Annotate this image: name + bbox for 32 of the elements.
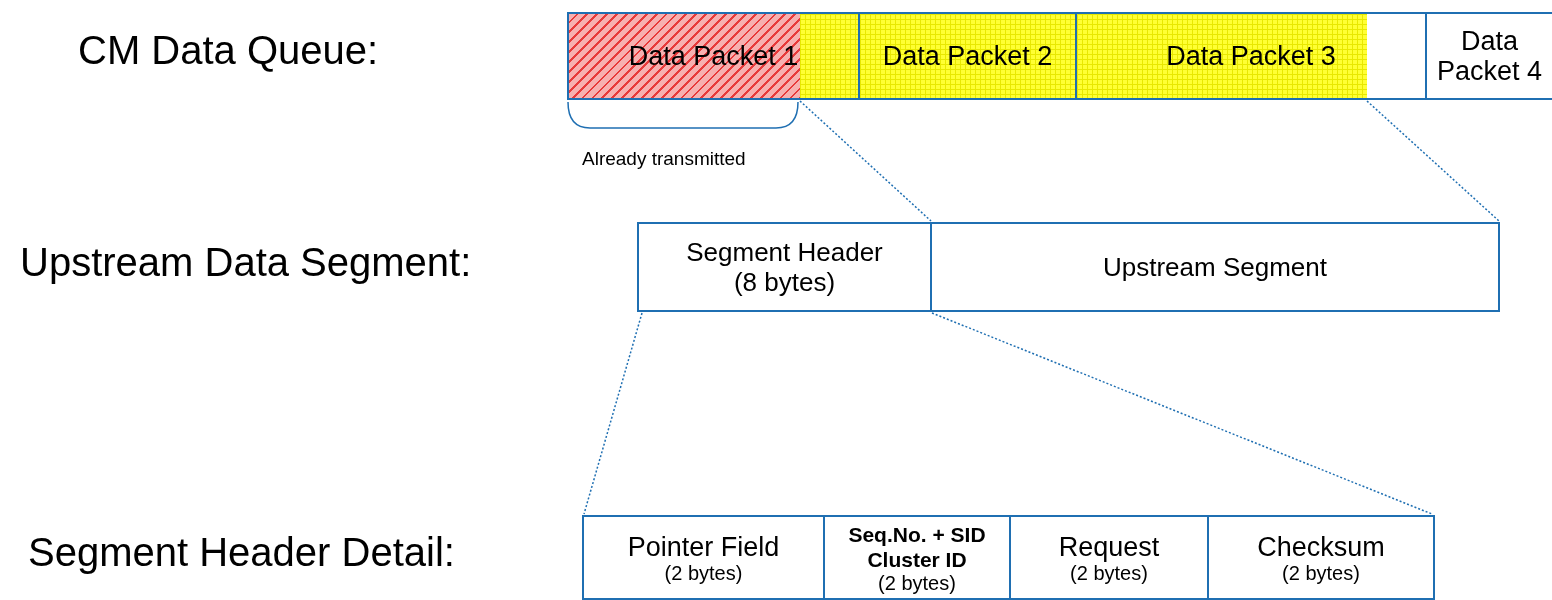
note-text: Already transmitted	[582, 148, 746, 170]
zoom-line	[1366, 100, 1500, 222]
size-text: (2 bytes)	[878, 571, 956, 594]
size-text: (2 bytes)	[1282, 561, 1360, 584]
zoom-line	[583, 312, 643, 515]
zoom-line	[931, 312, 1433, 515]
row-label: Segment Header Detail:	[28, 530, 455, 575]
zoom-line	[799, 100, 932, 222]
header-field	[582, 515, 825, 600]
field-name: Segment Header	[686, 237, 883, 267]
field-name: Data Packet 4	[1435, 26, 1544, 86]
size-text: (8 bytes)	[733, 267, 836, 297]
field-name: Data Packet 2	[882, 41, 1053, 71]
size-text: (2 bytes)	[1070, 561, 1148, 584]
field-name: Seq.No. + SID Cluster ID	[847, 521, 987, 572]
field-name: Request	[1058, 531, 1160, 562]
segment-field	[930, 222, 1500, 312]
size-text: (2 bytes)	[664, 561, 743, 584]
field-name: Upstream Segment	[1103, 252, 1327, 282]
header-field	[823, 515, 1011, 600]
row-label: CM Data Queue:	[78, 28, 379, 73]
packet-cell	[1075, 12, 1427, 100]
packet-cell	[567, 12, 860, 100]
packet-cell	[1425, 12, 1552, 100]
row-label: Upstream Data Segment:	[20, 240, 472, 285]
segment-field	[637, 222, 932, 312]
field-name: Pointer Field	[627, 531, 780, 562]
field-name: Data Packet 3	[1166, 41, 1336, 71]
header-field	[1009, 515, 1209, 600]
field-name: Checksum	[1257, 531, 1385, 562]
header-field	[1207, 515, 1435, 600]
field-name: Data Packet 1	[628, 41, 799, 71]
